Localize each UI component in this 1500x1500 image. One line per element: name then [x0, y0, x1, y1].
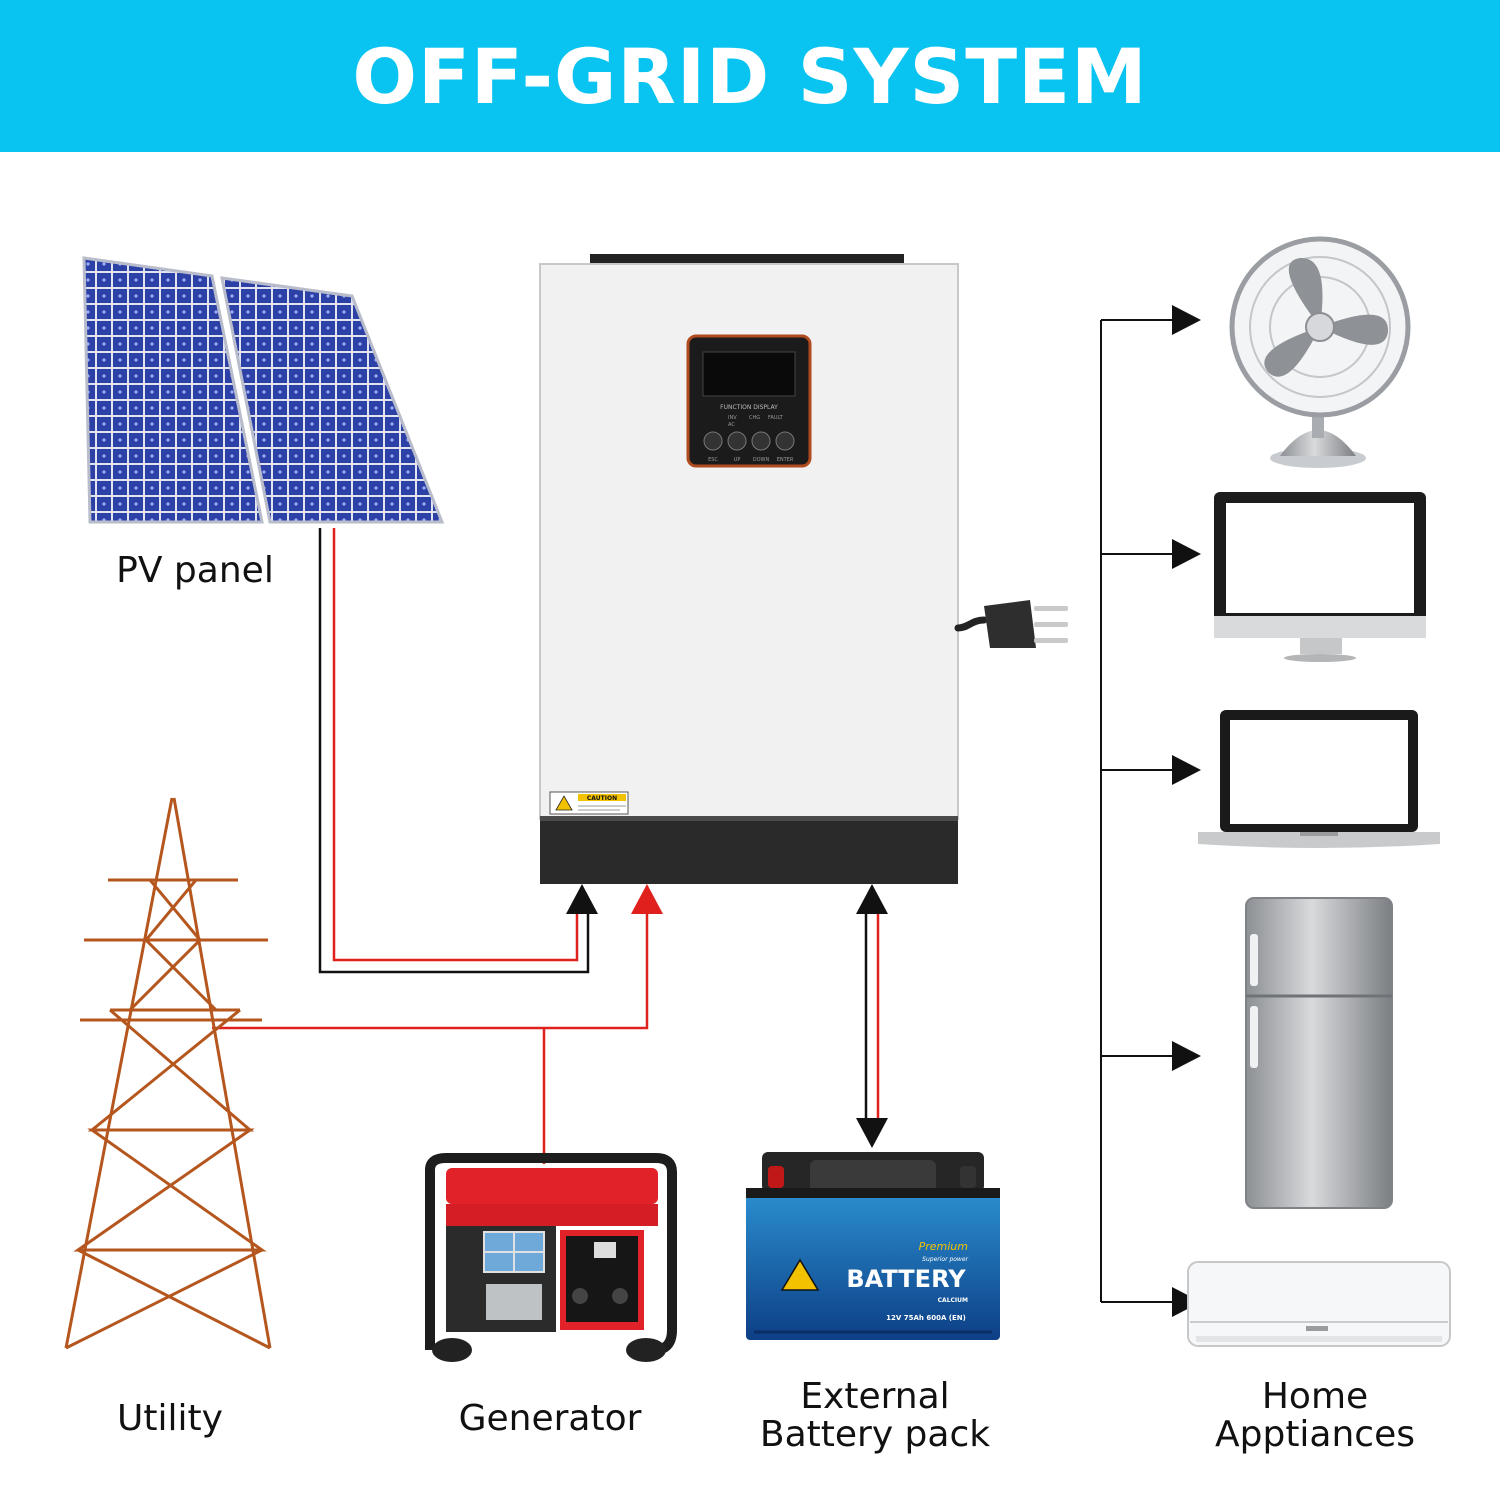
pylon-icon [64, 797, 272, 1350]
indicator-ac: AC [728, 422, 735, 428]
laptop-icon [1198, 710, 1440, 848]
pv-input-arrow-icon [566, 884, 598, 914]
battery-name: BATTERY [846, 1265, 966, 1293]
title-banner: OFF-GRID SYSTEM [0, 0, 1500, 152]
button-label-enter: ENTER [777, 457, 794, 463]
generator-icon [425, 1153, 677, 1362]
pv-wires [318, 528, 598, 974]
warning-icon [555, 795, 573, 811]
button-label-down: DOWN [753, 457, 770, 463]
indicator-inv: INV [728, 415, 737, 421]
output-arrow-icon [1172, 539, 1201, 569]
battery-icon: Premium Superior power BATTERY CALCIUM 1… [746, 1152, 1000, 1340]
home-appliances-label: Home Apptiances [1214, 1376, 1416, 1455]
indicator-fault: FAULT [768, 415, 784, 421]
monitor-icon [1214, 492, 1426, 662]
inverter-button [727, 431, 747, 451]
ac-input-arrow-icon [631, 884, 663, 914]
utility-label: Utility [117, 1398, 223, 1439]
indicator-chg: CHG [749, 415, 760, 421]
output-arrow-icon [1172, 1041, 1201, 1071]
warning-icon [780, 1258, 820, 1291]
button-label-up: UP [734, 457, 741, 463]
inverter-button [703, 431, 723, 451]
fridge-icon [1245, 897, 1393, 1209]
battery-brand-sub: Superior power [922, 1256, 968, 1263]
battery-wires [856, 884, 888, 1148]
solar-panel-icon [82, 256, 445, 524]
caution-label: CAUTION [587, 795, 617, 802]
function-display-label: FUNCTION DISPLAY [720, 404, 778, 411]
output-arrow-icon [1172, 755, 1201, 785]
page-title: OFF-GRID SYSTEM [352, 31, 1148, 121]
output-wires [1100, 305, 1201, 1317]
battery-up-arrow-icon [856, 884, 888, 914]
air-conditioner-icon [1187, 1261, 1451, 1347]
fan-icon [1229, 236, 1411, 468]
ac-input-wires [212, 884, 663, 1164]
button-label-esc: ESC [708, 457, 718, 463]
output-arrow-icon [1172, 1287, 1201, 1317]
generator-label: Generator [458, 1398, 642, 1439]
plug-icon [954, 600, 1068, 648]
battery-brand: Premium [919, 1240, 968, 1253]
output-arrow-icon [1172, 305, 1201, 335]
inverter-button [775, 431, 795, 451]
battery-down-arrow-icon [856, 1118, 888, 1148]
battery-spec: 12V 75Ah 600A (EN) [886, 1314, 966, 1322]
inverter-icon: FUNCTION DISPLAY INV AC CHG FAULT ESC UP… [539, 254, 959, 884]
inverter-button [751, 431, 771, 451]
pv-panel-label: PV panel [116, 550, 274, 591]
battery-pack-label: External Battery pack [759, 1376, 991, 1455]
battery-type: CALCIUM [938, 1297, 968, 1304]
